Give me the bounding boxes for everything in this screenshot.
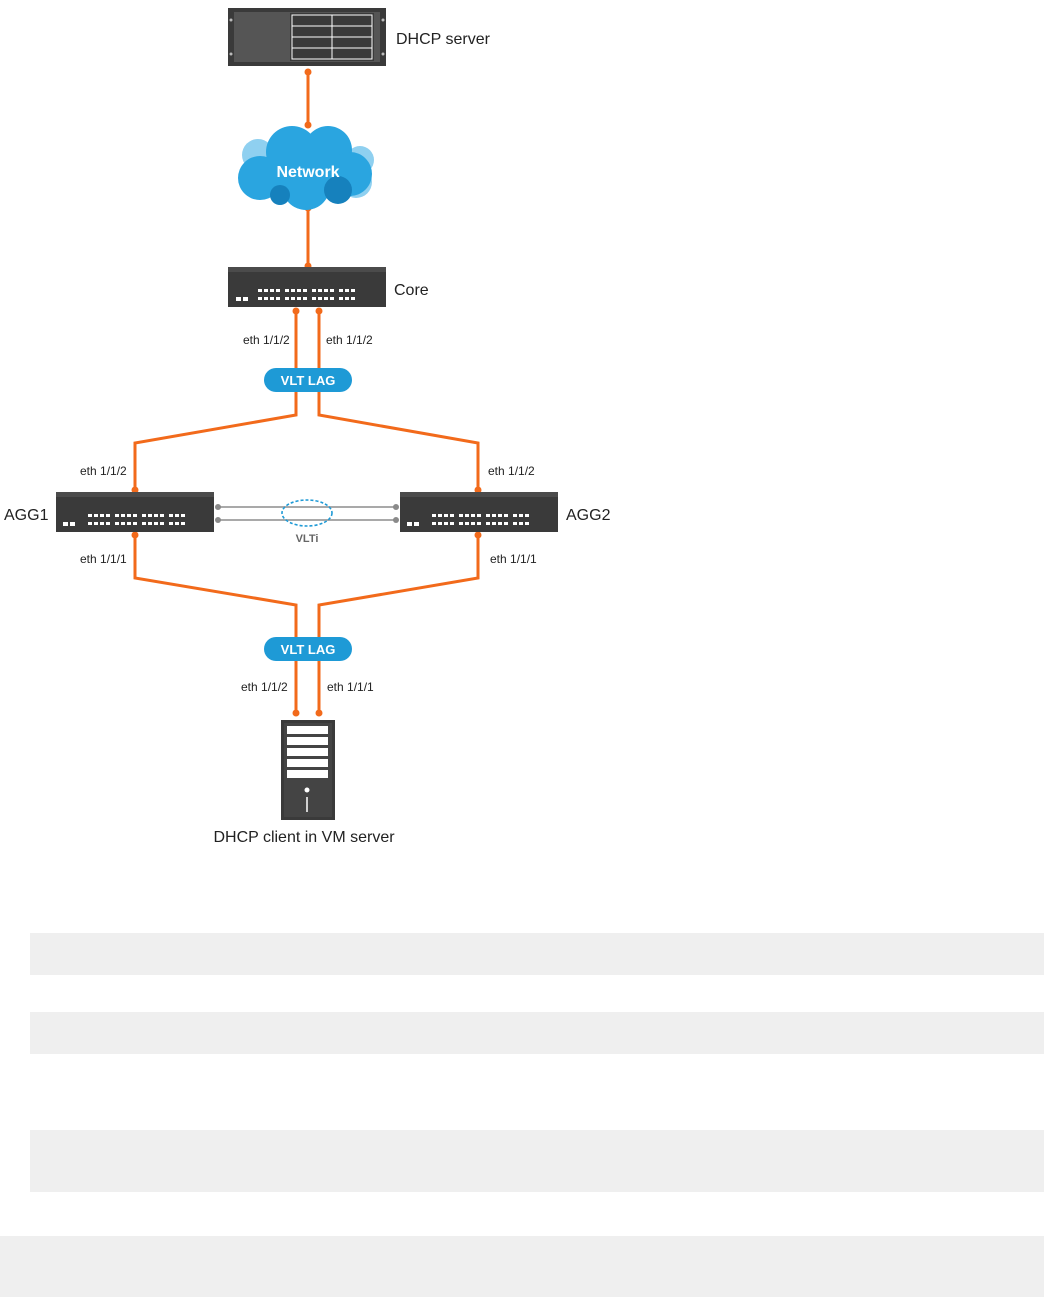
lower-vlt-lag-badge: VLT LAG (264, 637, 352, 661)
core-switch-icon (228, 267, 386, 307)
content-band-1 (30, 933, 1044, 975)
content-band-2 (30, 1012, 1044, 1054)
network-diagram: DHCP server Network (4, 8, 611, 846)
lower-vlt-lag-label: VLT LAG (281, 642, 336, 657)
client-left-port-label: eth 1/1/2 (241, 680, 288, 694)
dhcp-server-label: DHCP server (396, 31, 491, 48)
client-server-icon (281, 720, 335, 820)
agg2-label: AGG2 (566, 507, 611, 524)
upper-vlt-lag-badge: VLT LAG (264, 368, 352, 392)
client-right-port-label: eth 1/1/1 (327, 680, 374, 694)
dhcp-server-icon (228, 8, 386, 66)
vlti-link (215, 499, 399, 527)
network-cloud-icon (238, 126, 374, 210)
upper-vlt-lag-label: VLT LAG (281, 373, 336, 388)
core-left-port-label: eth 1/1/2 (243, 333, 290, 347)
agg1-up-port-label: eth 1/1/2 (80, 464, 127, 478)
content-band-4 (0, 1236, 1044, 1297)
network-label: Network (276, 164, 339, 181)
agg2-up-port-label: eth 1/1/2 (488, 464, 535, 478)
agg1-down-port-label: eth 1/1/1 (80, 552, 127, 566)
core-right-port-label: eth 1/1/2 (326, 333, 373, 347)
agg2-down-port-label: eth 1/1/1 (490, 552, 537, 566)
client-label: DHCP client in VM server (213, 829, 395, 846)
agg1-label: AGG1 (4, 507, 49, 524)
core-label: Core (394, 282, 429, 299)
link-core-agg1 (133, 311, 298, 490)
agg2-switch-icon (400, 492, 558, 532)
link-core-agg2 (317, 311, 480, 490)
agg1-switch-icon (56, 492, 214, 532)
content-band-3 (30, 1130, 1044, 1192)
vlti-label: VLTi (296, 533, 319, 545)
